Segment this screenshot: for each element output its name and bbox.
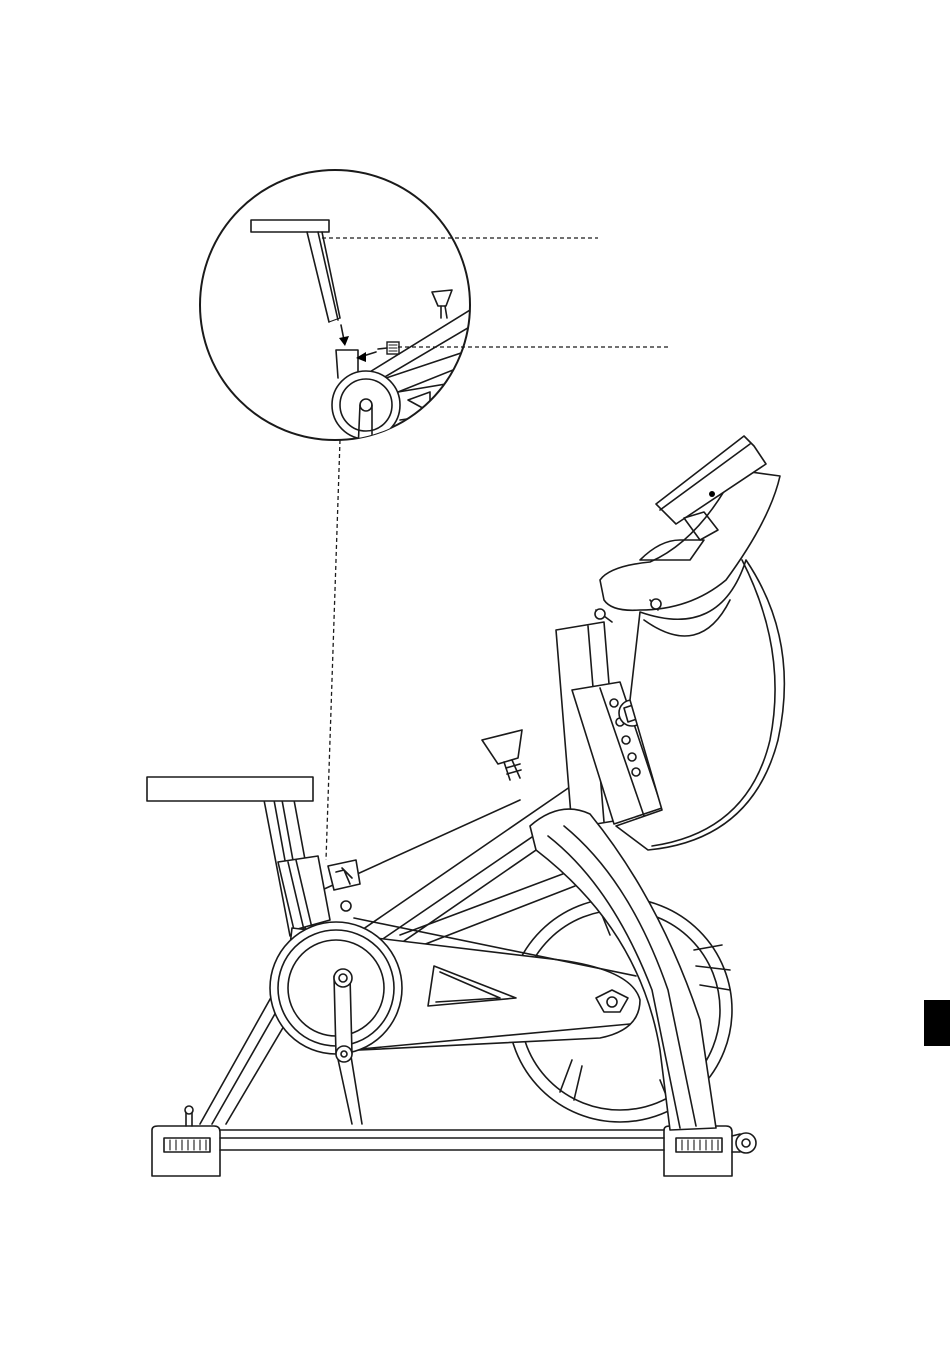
resistance-knob-icon	[482, 730, 522, 780]
bottom-rail	[220, 1130, 664, 1150]
detail-callout	[200, 170, 478, 450]
page-tab	[924, 1000, 950, 1046]
crank-arm	[334, 969, 352, 1062]
detail-saddle	[251, 220, 329, 232]
leader-line-to-bike	[326, 440, 340, 860]
transport-wheel	[736, 1133, 756, 1153]
seat-adjust-knob-icon	[328, 860, 360, 911]
spin-bike	[147, 436, 784, 1176]
rear-stabilizer	[152, 1106, 220, 1176]
seat-post	[264, 800, 330, 936]
saddle	[147, 777, 313, 801]
front-stabilizer	[664, 1126, 756, 1176]
